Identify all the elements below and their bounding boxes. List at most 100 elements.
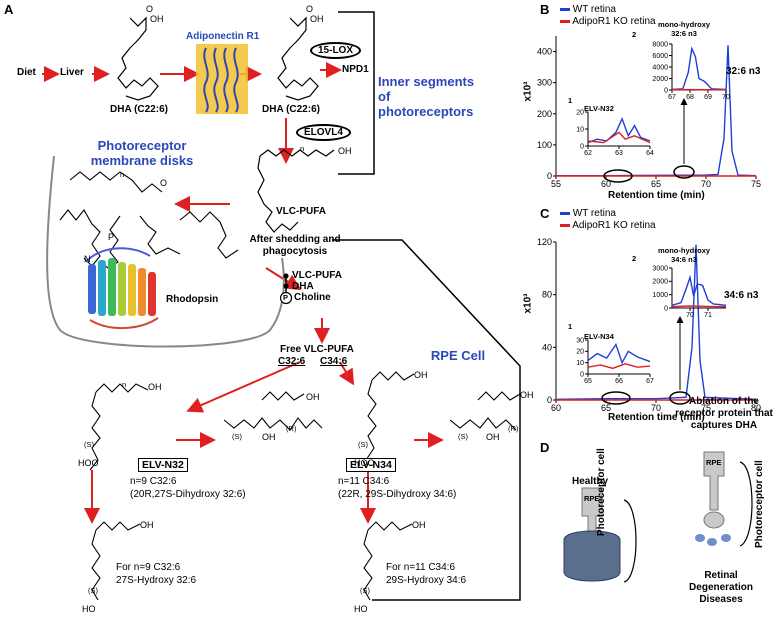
pl-p: P — [108, 232, 115, 242]
chart-b-inset1-series-ko — [587, 131, 651, 144]
legend-choline-label: Choline — [294, 292, 331, 303]
elv-structures — [89, 371, 521, 601]
dha-structure-right — [277, 16, 319, 101]
elv34-r: (R) — [508, 424, 519, 433]
for-n11-line2: 29S-Hydroxy 34:6 — [386, 575, 467, 586]
disk-outline — [46, 155, 285, 348]
degeneration-label: Retinal Degeneration Diseases — [689, 570, 753, 605]
chart-c-inset1-series-wt — [587, 342, 651, 365]
chart-c-inset1-num: 1 — [568, 322, 573, 331]
rpe-cell-title: RPE Cell — [430, 348, 486, 363]
legend-b-wt-text: WT retina — [572, 4, 616, 15]
panel-letter-c: C — [540, 206, 550, 221]
chart-c-x-tick-label: 75 — [701, 403, 711, 413]
chart-c-inset2-series-ko — [671, 305, 727, 308]
chart-b-inset2-title: mono-hydroxy 32:6 n3 — [657, 20, 711, 38]
for-n9-line2: 27S-Hydroxy 32:6 — [116, 575, 197, 586]
elv-n34-box: ELV-N34 — [346, 458, 396, 472]
dha-left-label: DHA (C22:6) — [110, 104, 168, 115]
elv34-oh: OH — [520, 390, 534, 400]
chart-b-peak-label: 32:6 n3 — [726, 66, 761, 77]
for-n9-line1: For n=9 C32:6 — [116, 562, 181, 573]
chart-c-callout-2 — [669, 391, 691, 405]
chart-b-xlabel: Retention time (min) — [608, 190, 705, 201]
legend-c-ko: AdipoR1 KO retina — [560, 220, 656, 231]
n32-acid-n: n — [122, 380, 127, 389]
adiponectin-label: Adiponectin R1 — [186, 31, 260, 42]
degenerated-cell-graphic — [695, 451, 753, 547]
elv32-oh2: OH — [262, 432, 276, 442]
chart-b-y-tick-label: 400 — [537, 47, 552, 57]
chart-b-y-tick-label: 100 — [537, 140, 552, 150]
chart-b-inset1-title: ELV-N32 — [584, 104, 614, 113]
chart-c-inset1-title: ELV-N34 — [584, 332, 614, 341]
chart-b-inset2-y-tick-label: 4000 — [652, 64, 668, 71]
dha-right-label: DHA (C22:6) — [262, 104, 320, 115]
npd1-label: NPD1 — [342, 64, 369, 75]
chart-b-x-tick-label: 75 — [751, 179, 761, 189]
chart-b-inset1-x-tick-label: 62 — [584, 150, 592, 157]
legend-b-wt: WT retina — [560, 4, 616, 15]
liver-label: Liver — [60, 67, 84, 78]
chart-c-inset2-y-tick-label: 3000 — [652, 265, 668, 272]
legend-vlc-label: VLC-PUFA — [292, 270, 342, 281]
chart-c-inset1-x-tick-label: 67 — [646, 378, 654, 385]
chart-c-inset2-num: 2 — [632, 254, 637, 263]
chart-c-inset2-x-tick-label: 70 — [686, 312, 694, 319]
chart-c-inset1-y-tick-label: 20 — [576, 349, 584, 356]
rhodopsin-label: Rhodopsin — [166, 294, 219, 305]
chart-b-inset2-y-tick-label: 2000 — [652, 76, 668, 83]
rhodopsin-graphic — [85, 247, 159, 330]
chart-b-inset1-y-tick-label: 10 — [576, 126, 584, 133]
vlc-n: n — [300, 144, 305, 153]
n34-acid-oh: OH — [414, 370, 428, 380]
chart-b-x-tick-label: 70 — [701, 179, 711, 189]
n32-s: (S) — [84, 440, 94, 449]
chart-b-inset2-x-tick-label: 69 — [704, 94, 712, 101]
chart-c-x-tick-label: 80 — [751, 403, 761, 413]
chart-b-ylabel: x10³ — [522, 81, 534, 102]
legend-b-ko-swatch — [560, 19, 570, 23]
legend-c-wt-text: WT retina — [572, 208, 616, 219]
chart-c-inset2-x-tick-label: 71 — [704, 312, 712, 319]
n32-hoo: HOO — [78, 458, 99, 468]
chart-b-x-tick-label: 60 — [601, 179, 611, 189]
panel-letter-a: A — [4, 2, 14, 17]
chart-c-inset2-y-tick-label: 1000 — [652, 292, 668, 299]
elv-n32-box: ELV-N32 — [138, 458, 188, 472]
legend-c-ko-swatch — [560, 223, 570, 227]
hyd32-s: (S) — [88, 586, 98, 595]
n34-line2: (22R, 29S-Dihydroxy 34:6) — [338, 489, 457, 500]
chart-c-inset1-series-ko — [587, 363, 651, 370]
chart-c-xlabel: Retention time (min) — [608, 412, 705, 423]
lox-enzyme: 15-LOX — [310, 42, 362, 59]
n34-hoo: HOO — [354, 458, 375, 468]
chart-b-y-tick-label: 300 — [537, 78, 552, 88]
chart-c-y-tick-label: 0 — [547, 395, 552, 405]
chart-c-inset1-x-tick-label: 66 — [615, 378, 623, 385]
legend-b-ko-text: AdipoR1 KO retina — [572, 16, 656, 27]
chart-c-inset2-y-tick-label: 2000 — [652, 279, 668, 286]
phospholipid-legend-icon — [279, 273, 293, 305]
panel-letter-d: D — [540, 440, 550, 455]
elv32-s: (S) — [232, 432, 242, 441]
chart-b-inset2-x-tick-label: 70 — [722, 94, 730, 101]
pl-o: O — [160, 178, 168, 188]
rpe-right-label: RPE — [706, 458, 722, 467]
chart-c-inset2-title: mono-hydroxy 34:6 n3 — [657, 246, 711, 264]
chart-b-inset2-x-tick-label: 68 — [686, 94, 694, 101]
elv32-oh: OH — [306, 392, 320, 402]
panel-letter-b: B — [540, 2, 550, 17]
hyd32-oh: OH — [140, 520, 154, 530]
dha-left-o: O — [146, 4, 154, 14]
chart-c-callout-1 — [601, 391, 631, 405]
legend-c-wt-swatch — [560, 211, 570, 215]
chart-b-x-tick-label: 55 — [551, 179, 561, 189]
chart-b-inset1-y-tick-label: 0 — [580, 143, 584, 150]
disks-title: Photoreceptor membrane disks — [90, 138, 194, 168]
hyd34-ho: HO — [354, 604, 368, 614]
phosphate-symbol: P — [283, 293, 289, 302]
healthy-label: Healthy — [572, 476, 609, 487]
chart-b-callout-1 — [603, 169, 633, 183]
